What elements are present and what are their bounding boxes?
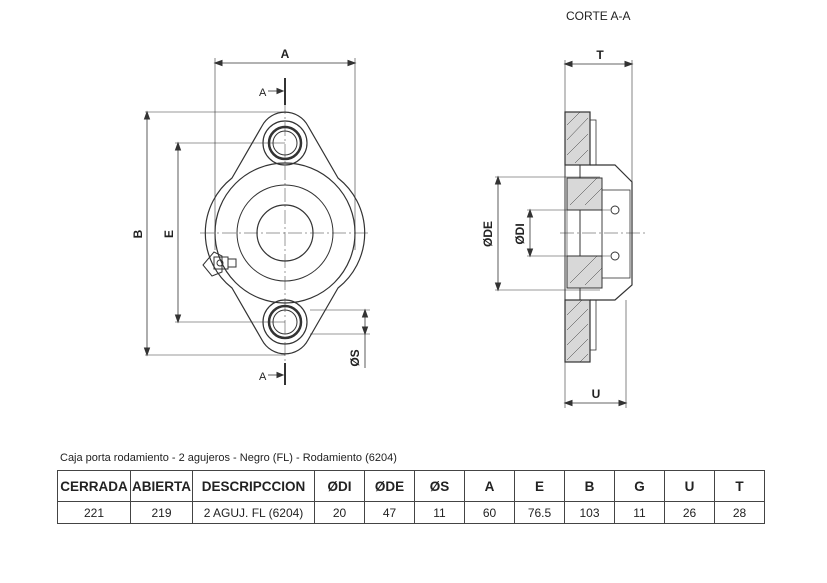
dim-s-label: ØS: [348, 349, 362, 366]
header-di: ØDI: [314, 470, 365, 502]
header-cerrada: CERRADA: [57, 470, 131, 502]
cell-descripccion: 2 AGUJ. FL (6204): [192, 501, 315, 524]
cell-di: 20: [314, 501, 365, 524]
header-e: E: [514, 470, 565, 502]
header-b: B: [564, 470, 615, 502]
cell-g: 11: [614, 501, 665, 524]
header-t: T: [714, 470, 765, 502]
table-row: 221 219 2 AGUJ. FL (6204) 20 47 11 60 76…: [57, 501, 765, 524]
table-header-row: CERRADA ABIERTA DESCRIPCCION ØDI ØDE ØS …: [57, 470, 765, 502]
dim-e-label: E: [162, 230, 176, 238]
header-g: G: [614, 470, 665, 502]
header-de: ØDE: [364, 470, 415, 502]
dim-t-label: T: [596, 48, 604, 62]
cell-u: 26: [664, 501, 715, 524]
technical-drawing: CORTE A-A A B E ØS A A T U ØDE ØDI: [131, 9, 648, 408]
dim-de-label: ØDE: [481, 221, 495, 247]
cell-abierta: 219: [130, 501, 193, 524]
drawing-labels: CORTE A-A A B E ØS A A T U ØDE ØDI: [131, 9, 630, 401]
cell-s: 11: [414, 501, 465, 524]
cell-t: 28: [714, 501, 765, 524]
dim-u-label: U: [592, 387, 601, 401]
header-a: A: [464, 470, 515, 502]
section-view: [494, 60, 648, 408]
cell-b: 103: [564, 501, 615, 524]
header-abierta: ABIERTA: [130, 470, 193, 502]
spec-table: CERRADA ABIERTA DESCRIPCCION ØDI ØDE ØS …: [57, 470, 765, 524]
cell-cerrada: 221: [57, 501, 131, 524]
front-view: [143, 58, 370, 385]
dim-b-label: B: [131, 229, 145, 238]
dim-di-label: ØDI: [513, 223, 527, 244]
cell-e: 76.5: [514, 501, 565, 524]
section-mark-top: A: [259, 87, 267, 99]
dim-a-label: A: [281, 47, 290, 61]
header-u: U: [664, 470, 715, 502]
header-s: ØS: [414, 470, 465, 502]
cell-a: 60: [464, 501, 515, 524]
section-title: CORTE A-A: [566, 9, 630, 23]
table-caption: Caja porta rodamiento - 2 agujeros - Neg…: [60, 452, 397, 464]
cell-de: 47: [364, 501, 415, 524]
section-mark-bottom: A: [259, 371, 267, 383]
header-descripccion: DESCRIPCCION: [192, 470, 315, 502]
